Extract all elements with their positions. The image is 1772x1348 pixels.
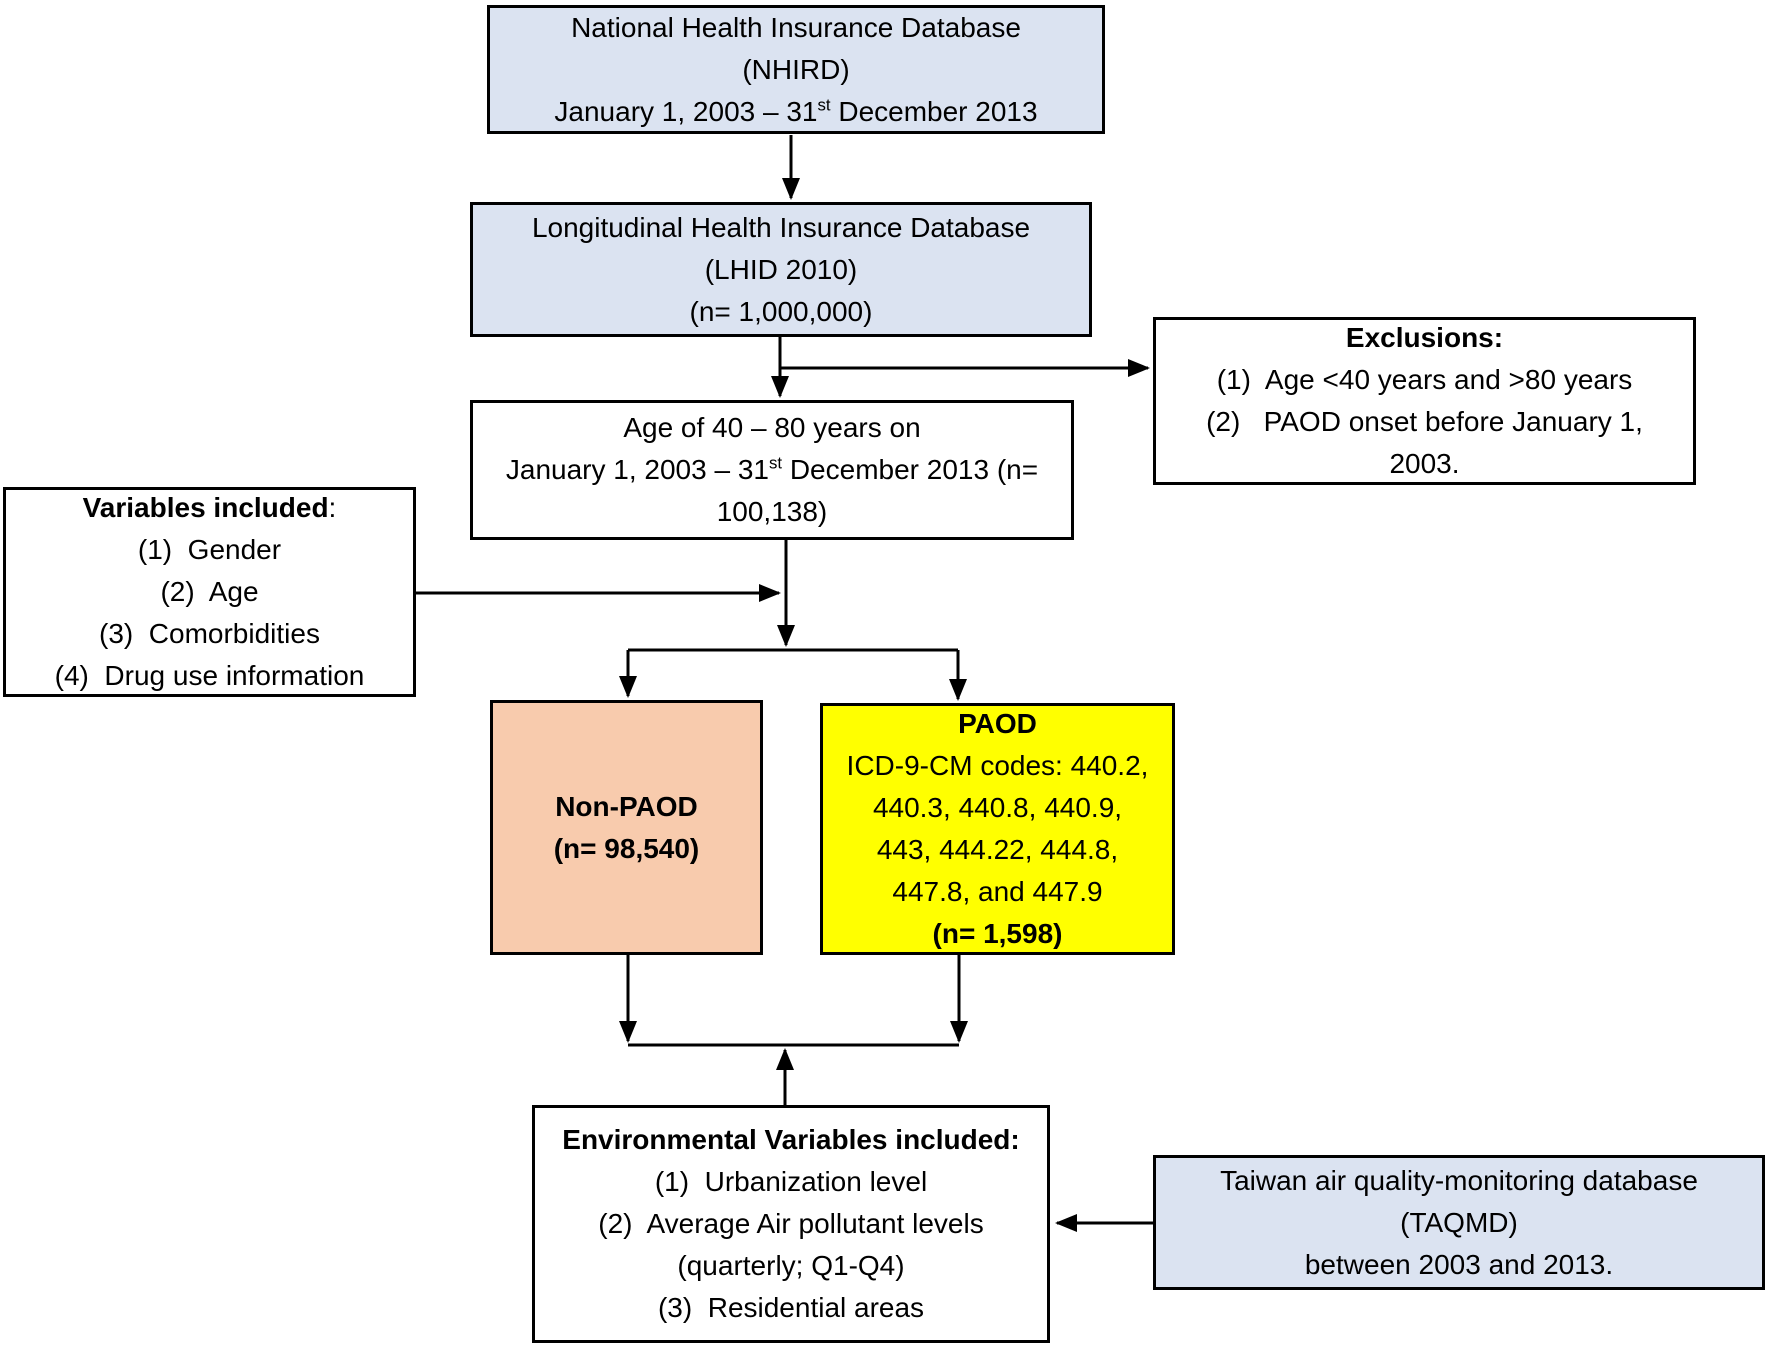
lhid-database-box: Longitudinal Health Insurance Database(L… xyxy=(470,202,1092,337)
nonpaod-cohort-box: Non-PAOD(n= 98,540) xyxy=(490,700,763,955)
exclusions-box: Exclusions:(1) Age <40 years and >80 yea… xyxy=(1153,317,1696,485)
environmental-variables-box: Environmental Variables included:(1) Urb… xyxy=(532,1105,1050,1343)
variables-included-box: Variables included:(1) Gender(2) Age(3) … xyxy=(3,487,416,697)
taqmd-database-box: Taiwan air quality-monitoring database(T… xyxy=(1153,1155,1765,1290)
nhird-database-box: National Health Insurance Database(NHIRD… xyxy=(487,5,1105,134)
